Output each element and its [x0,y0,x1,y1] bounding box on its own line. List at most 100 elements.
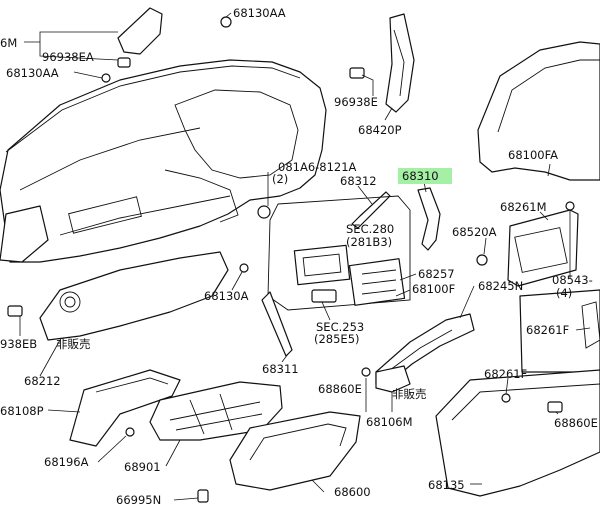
clip-68860e-right [547,401,563,413]
label-68135: 68135 [428,478,465,492]
cluster-opening [174,89,299,179]
leader-68257 [399,273,417,281]
leader-lines [19,12,591,501]
tray-68901-ribs [169,393,263,435]
leader-sec253 [321,301,331,321]
label-sec280: SEC.280 [346,222,394,236]
screw-68196a [125,427,135,437]
leader-68261f-lower [505,377,509,395]
label-68245n: 68245N [478,279,523,293]
parts-layer [0,7,600,503]
panel-top-edge [5,65,301,153]
label-68257: 68257 [418,267,455,281]
connector-small [311,289,337,303]
vent-cover-top [117,7,163,55]
label-68261f-lower: 68261F [484,367,527,381]
label-68130a: 68130A [204,289,249,303]
label-68212: 68212 [24,374,61,388]
label-66995n: 66995N [116,493,161,507]
lid-68108p-detail [95,377,169,393]
switch-bank [68,196,142,234]
leader-68245n [459,285,475,319]
label-hihanbai-mid: 非販売 [392,387,427,401]
clip-68261f-lower [501,393,511,403]
leader-68600 [311,479,325,493]
audio-unit [293,244,351,286]
glovebox-68600-inner [249,423,347,461]
label-08543: 08543- [552,273,593,287]
bolt-081a6 [257,205,271,219]
bolt-68130aa-top [220,16,232,28]
label-68520a: 68520A [452,225,497,239]
display-screen [514,227,568,273]
label-68106m: 68106M [366,415,413,429]
label-68196a: 68196A [44,455,89,469]
labels: 6M 96938EA 68130AA 68130AA 96938E 68420P… [0,6,598,507]
bracket-68311 [261,291,293,357]
center-stack-opening [164,169,239,223]
leader-68860e-right [555,411,559,415]
bracket-68106m [375,365,411,393]
label-68311: 68311 [262,362,299,376]
leader-68130aa-top [225,12,232,18]
label-081a6-8121a: 081A6-8121A [278,160,357,174]
label-68901: 68901 [124,460,161,474]
bolt-68130aa-left [101,73,111,83]
knee-panel-hole-inner [64,296,76,308]
leader-68130aa-left [73,71,103,79]
knee-panel-hole [59,291,81,313]
label-938eb: 938EB [0,337,37,351]
label-6m: 6M [0,36,17,50]
label-081a6-qty: (2) [272,172,288,186]
leader-96938ea [39,42,119,61]
side-bracket-68420p [385,13,415,113]
label-sec253: SEC.253 [316,320,364,334]
label-281b3: (281B3) [346,235,392,249]
leader-96938e [361,74,374,96]
panel-vent-line [19,127,201,191]
label-68312: 68312 [340,174,377,188]
clip-66995n [197,489,209,503]
cover-68100fa-inner [497,59,600,133]
trim-68135-inner [451,383,600,421]
console-bracket-detail [389,329,453,371]
label-68600: 68600 [334,485,371,499]
panel-68261f [519,289,600,373]
panel-68261f-inner [581,301,600,349]
clip-96938e [349,67,365,79]
label-68261m: 68261M [500,200,547,214]
label-68261f-right: 68261F [526,323,569,337]
clip-68520a [476,254,488,266]
lid-68108p [69,369,181,447]
leader-68212 [39,339,61,377]
label-68108p: 68108P [0,404,44,418]
label-68420p: 68420P [358,123,402,137]
label-68130aa-left: 68130AA [6,66,59,80]
label-68860e-mid: 68860E [318,382,362,396]
leader-68100fa [547,163,551,177]
highlight-68310 [398,168,452,184]
leader-68520a [483,237,487,255]
leader-68196a [97,435,127,463]
label-96938ea: 96938EA [42,50,94,64]
glovebox-68600 [229,411,361,491]
label-68310: 68310 [402,169,439,183]
screw-68130a [239,263,249,273]
panel-68257-slots [361,269,397,295]
label-hihanbai-left: 非販売 [56,337,91,351]
clip-938eb [7,305,23,317]
clip-68860e-mid [361,367,371,377]
leader-66995n [173,497,199,501]
trim-68310 [417,187,441,251]
cover-68100fa [477,41,600,181]
leader-68261f-right [575,327,591,331]
label-96938e: 96938E [334,95,378,109]
knee-panel-68212 [39,251,229,341]
leader-68311 [281,353,289,363]
label-68130aa-top: 68130AA [233,6,286,20]
label-08543-qty: (4) [556,286,572,300]
leader-68420p [384,107,393,121]
audio-unit-face [302,253,342,277]
panel-lower-line [59,195,231,236]
